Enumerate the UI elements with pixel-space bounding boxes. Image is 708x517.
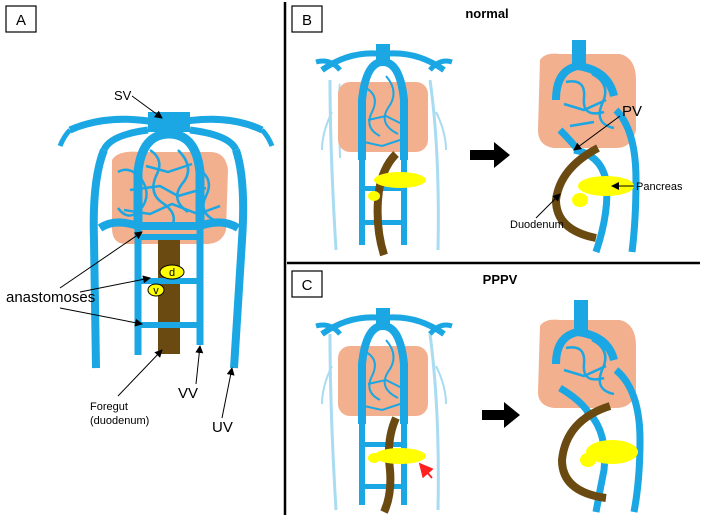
pv-label: PV xyxy=(622,103,642,120)
right-umbilical-vein xyxy=(230,148,248,369)
panel-c-mature xyxy=(538,300,644,513)
foregut-pointer xyxy=(117,349,163,397)
panel-c: C PPPV xyxy=(291,270,644,514)
anastomosis-bottom xyxy=(138,322,200,328)
anastomoses-label: anastomoses xyxy=(6,289,95,306)
dorsal-bud xyxy=(159,264,185,280)
pancreas-label: Pancreas xyxy=(636,181,683,193)
uv-label: UV xyxy=(212,419,233,436)
left-umbilical-vein xyxy=(89,148,108,369)
ventral-bud xyxy=(147,283,165,297)
panel-c-embryo xyxy=(315,308,453,514)
uv-pointer xyxy=(221,367,235,419)
panel-b-arrow xyxy=(470,142,510,168)
sv-pointer xyxy=(131,95,163,119)
panel-a: A xyxy=(5,5,275,436)
panel-c-arrow xyxy=(482,402,520,428)
panel-c-letter: C xyxy=(302,277,313,294)
liver-shape xyxy=(112,151,228,244)
panel-b: B normal xyxy=(291,5,683,257)
panel-a-letter-box xyxy=(5,5,37,33)
foregut-label-line2: (duodenum) xyxy=(90,415,149,427)
panel-b-letter: B xyxy=(302,12,312,29)
left-upper-loop xyxy=(100,126,149,152)
right-upper-loop xyxy=(189,126,240,152)
vv-pointer xyxy=(195,345,204,385)
pv-pointer xyxy=(573,115,621,151)
panel-b-embryo xyxy=(315,44,453,257)
left-arch-hook xyxy=(57,128,72,147)
anastomosis-mid xyxy=(138,278,200,284)
vv-label: VV xyxy=(178,385,198,402)
hepatic-arch xyxy=(133,129,205,226)
panel-b-mature xyxy=(538,40,640,254)
anastomoses-pointer-2 xyxy=(79,275,151,293)
panel-c-title: PPPV xyxy=(483,272,518,287)
duodenum-label: Duodenum xyxy=(510,219,564,231)
upper-crossbar xyxy=(97,218,241,232)
panel-a-letter: A xyxy=(16,12,26,29)
duodenum-pointer xyxy=(535,193,561,219)
dorsal-bud-label: d xyxy=(169,267,175,279)
anastomoses-pointer-3 xyxy=(59,307,143,327)
anastomoses-pointer-1 xyxy=(59,231,143,289)
left-arch xyxy=(68,115,166,134)
ventral-bud-label: v xyxy=(153,285,159,297)
panel-b-letter-box xyxy=(291,5,323,33)
sinusoid-network xyxy=(116,148,221,227)
panel-b-title: normal xyxy=(465,6,508,21)
anastomosis-top xyxy=(138,234,200,240)
sv-label: SV xyxy=(114,88,132,103)
right-arch-hook xyxy=(260,128,275,147)
right-arch xyxy=(169,115,264,134)
foregut-label-line1: Foregut xyxy=(90,401,128,413)
panel-c-letter-box xyxy=(291,270,323,298)
